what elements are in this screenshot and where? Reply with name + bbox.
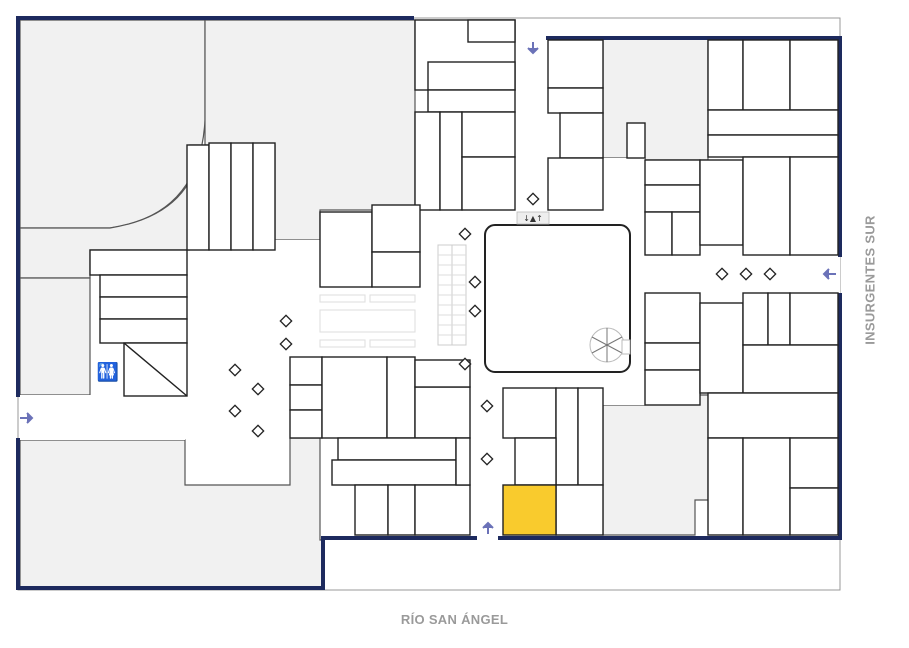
entrance-arrow-icon	[20, 42, 836, 534]
area-west-lower	[19, 277, 91, 396]
wall-north-east	[546, 36, 842, 257]
stores-west-block	[89, 142, 276, 397]
street-label-east: INSURGENTES SUR	[862, 215, 878, 345]
stores-south-center	[502, 387, 604, 536]
diamond-markers	[228, 192, 777, 466]
wall-south-east	[498, 293, 842, 540]
stores-east-lower	[644, 292, 839, 536]
street-label-south: RÍO SAN ÁNGEL	[400, 612, 509, 627]
svg-text:↓▲↑: ↓▲↑	[523, 214, 543, 223]
area-east-middle	[602, 394, 709, 536]
svg-text:🚻: 🚻	[97, 361, 119, 383]
restroom-icon: 🚻	[97, 361, 119, 383]
wall-west-south	[16, 438, 477, 590]
spiral-stair-icon	[589, 327, 631, 363]
stores-south-left	[289, 356, 471, 536]
elevator-icon: ↓▲↑	[516, 211, 550, 225]
highlighted-store[interactable]	[502, 484, 557, 536]
area-north-center	[602, 37, 709, 161]
stores-north-right	[547, 39, 839, 256]
corridor-main	[20, 40, 840, 535]
escalator-icon	[319, 244, 467, 348]
stores-north-block	[319, 19, 516, 288]
wall-north-west	[16, 16, 414, 397]
